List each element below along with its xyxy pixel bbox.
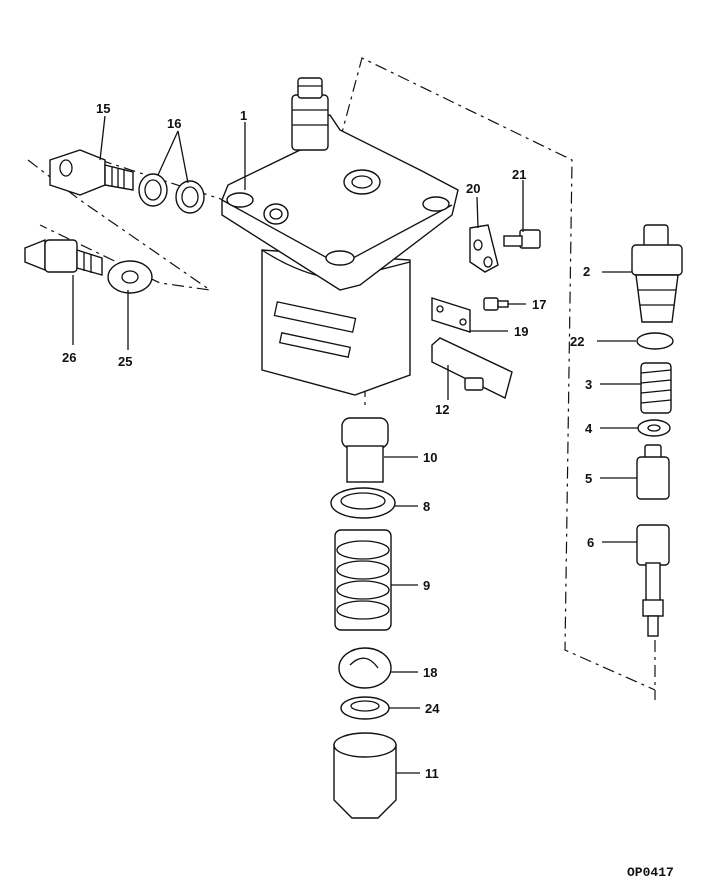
callout-1: 1: [240, 108, 247, 123]
bolt-26: [24, 238, 103, 276]
valve-holder-2: [631, 224, 683, 323]
callout-10: 10: [423, 450, 437, 465]
callout-16: 16: [167, 116, 181, 131]
gaskets-16: [138, 173, 205, 214]
callout-20: 20: [466, 181, 480, 196]
callout-25: 25: [118, 354, 132, 369]
callout-8: 8: [423, 499, 430, 514]
callout-4: 4: [585, 421, 593, 436]
o-ring-22: [636, 332, 674, 350]
callout-2: 2: [583, 264, 590, 279]
washer-25: [107, 260, 153, 294]
delivery-valve-5: [636, 444, 670, 500]
leader-lines: [72, 115, 641, 774]
callout-21: 21: [512, 167, 526, 182]
callout-6: 6: [587, 535, 594, 550]
tappet-11: [333, 732, 397, 819]
valve-seat-6: [636, 524, 670, 637]
callout-19: 19: [514, 324, 528, 339]
pump-body: [221, 77, 459, 396]
callout-labels: 1 2 3 4 5 6 8 9 10 11 12 15 16 17 18 19 …: [62, 101, 674, 880]
plate-19: [431, 297, 471, 333]
callout-11: 11: [425, 766, 439, 781]
callout-9: 9: [423, 578, 430, 593]
gasket-4: [637, 419, 671, 437]
assembly-line-right: [339, 57, 656, 691]
rack-12: [431, 337, 513, 400]
tappet-10: [341, 417, 389, 483]
washer-24: [340, 696, 390, 720]
callout-3: 3: [585, 377, 592, 392]
callout-5: 5: [585, 471, 592, 486]
callout-15: 15: [96, 101, 110, 116]
drawing-code: OP0417: [627, 865, 674, 880]
banjo-bolt-15: [49, 149, 134, 196]
assembly-line-center: [99, 159, 271, 216]
plunger-spring-9: [334, 529, 392, 631]
spring-3: [640, 362, 672, 414]
callout-18: 18: [423, 665, 437, 680]
callout-12: 12: [435, 402, 449, 417]
spring-seat-18: [338, 647, 392, 689]
callout-24: 24: [425, 701, 440, 716]
bracket-20: [469, 224, 499, 273]
callout-26: 26: [62, 350, 76, 365]
callout-17: 17: [532, 297, 546, 312]
washer-8: [330, 487, 396, 519]
screw-17: [483, 297, 509, 311]
screw-21: [503, 229, 541, 249]
callout-22: 22: [570, 334, 584, 349]
